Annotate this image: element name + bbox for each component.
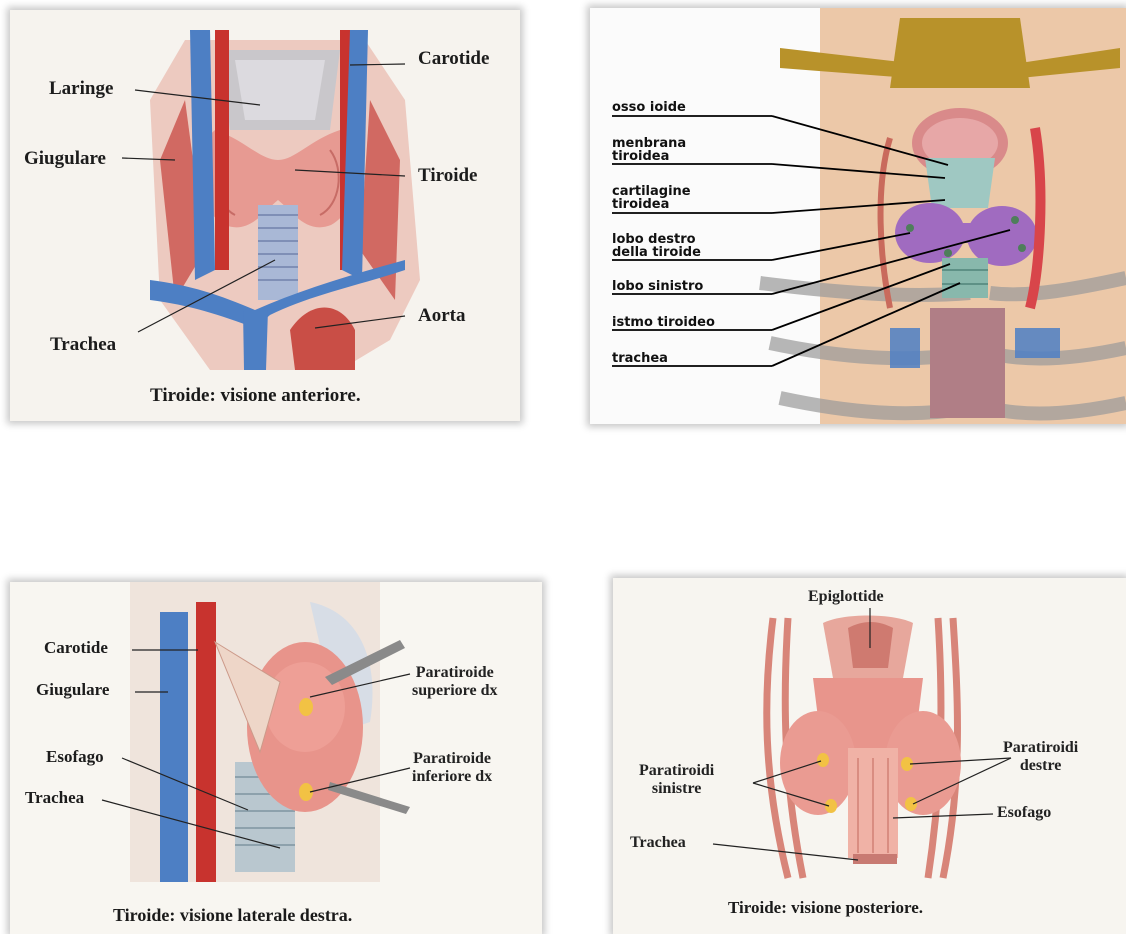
label-lobo-sinistro: lobo sinistro	[612, 280, 703, 293]
label-menbrana-tiroidea: menbrana tiroidea	[612, 137, 686, 163]
label-lobo-destro-line2: della tiroide	[612, 246, 701, 259]
label-paratiroide-superiore: Paratiroide superiore dx	[412, 664, 497, 700]
anterior-illustration	[10, 10, 520, 421]
label-trachea-lateral: Trachea	[25, 788, 84, 807]
label-tiroide: Tiroide	[418, 166, 477, 185]
caption-anterior: Tiroide: visione anteriore.	[150, 385, 361, 407]
anterior-view-panel: Carotide Laringe Giugulare Tiroide Aorta…	[10, 10, 520, 421]
label-paratiroidi-destre-line2: destre	[1003, 757, 1078, 775]
label-osso-ioide: osso ioide	[612, 101, 686, 114]
label-esofago-posterior: Esofago	[997, 804, 1051, 822]
caption-lateral: Tiroide: visione laterale destra.	[113, 905, 352, 926]
caption-posterior: Tiroide: visione posteriore.	[728, 898, 923, 918]
label-trachea-posterior: Trachea	[630, 834, 686, 852]
neck-view-panel: osso ioide menbrana tiroidea cartilagine…	[590, 8, 1126, 424]
label-aorta: Aorta	[418, 306, 465, 325]
label-trachea: Trachea	[50, 335, 116, 354]
label-laringe: Laringe	[49, 79, 113, 98]
label-paratiroidi-sinistre-line2: sinistre	[639, 780, 714, 798]
label-istmo-tiroideo: istmo tiroideo	[612, 316, 715, 329]
label-carotide: Carotide	[418, 49, 489, 68]
label-paratiroidi-sinistre-line1: Paratiroidi	[639, 762, 714, 780]
label-trachea-neck: trachea	[612, 352, 668, 365]
neck-illustration	[590, 8, 1126, 424]
label-carotide-lateral: Carotide	[44, 638, 108, 657]
label-paratiroide-inferiore: Paratiroide inferiore dx	[412, 750, 492, 786]
label-giugulare-lateral: Giugulare	[36, 680, 109, 699]
label-menbrana-line2: tiroidea	[612, 150, 686, 163]
label-paratiroide-sup-line2: superiore dx	[412, 682, 497, 700]
label-lobo-destro: lobo destro della tiroide	[612, 233, 701, 259]
label-epiglottide: Epiglottide	[808, 588, 884, 606]
label-giugulare: Giugulare	[24, 149, 106, 168]
label-paratiroidi-destre: Paratiroidi destre	[1003, 739, 1078, 775]
label-cartilagine-tiroidea: cartilagine tiroidea	[612, 185, 691, 211]
label-paratiroidi-destre-line1: Paratiroidi	[1003, 739, 1078, 757]
lateral-view-panel: Carotide Giugulare Esofago Trachea Parat…	[10, 582, 542, 934]
label-cartilagine-line2: tiroidea	[612, 198, 691, 211]
label-esofago-lateral: Esofago	[46, 747, 104, 766]
label-paratiroide-inf-line2: inferiore dx	[412, 768, 492, 786]
posterior-view-panel: Epiglottide Paratiroidi sinistre Paratir…	[613, 578, 1126, 934]
label-paratiroide-sup-line1: Paratiroide	[412, 664, 497, 682]
label-paratiroidi-sinistre: Paratiroidi sinistre	[639, 762, 714, 798]
label-paratiroide-inf-line1: Paratiroide	[412, 750, 492, 768]
